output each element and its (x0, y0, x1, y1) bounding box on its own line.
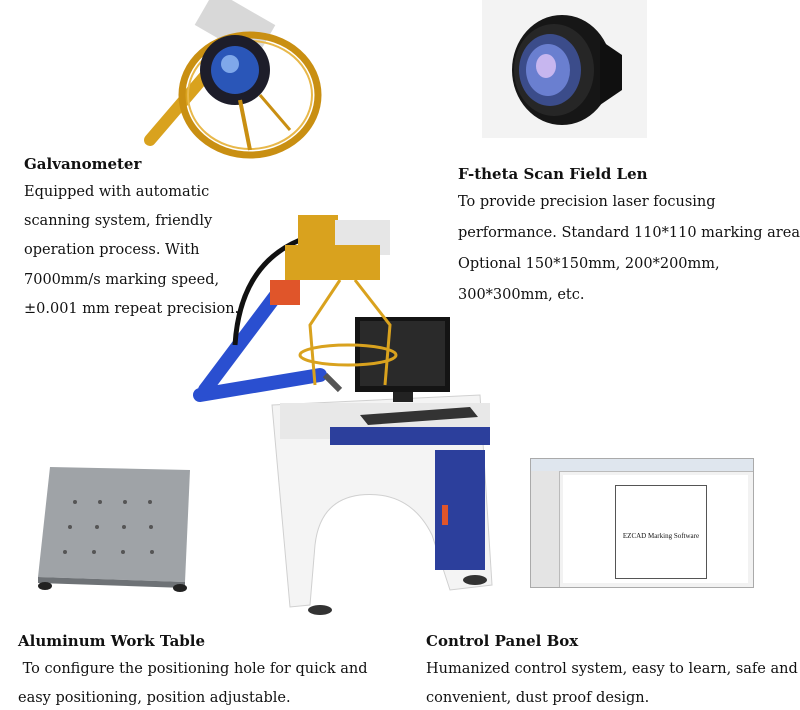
galvanometer-line-3: operation process. With (24, 242, 200, 258)
galvanometer-title: Galvanometer (24, 155, 142, 173)
control-panel-line-2: convenient, dust proof design. (426, 690, 650, 706)
control-panel-title: Control Panel Box (426, 632, 579, 650)
software-toolbar (531, 459, 753, 472)
f-theta-lens-photo (482, 0, 647, 138)
galvanometer-line-2: scanning system, friendly (24, 213, 213, 229)
f-theta-line-2: performance. Standard 110*110 marking ar… (458, 225, 800, 241)
f-theta-line-3: Optional 150*150mm, 200*200mm, (458, 256, 720, 272)
software-canvas-label: EZCAD Marking Software (622, 532, 700, 540)
galvanometer-line-5: ±0.001 mm repeat precision. (24, 301, 240, 317)
work-table-title: Aluminum Work Table (18, 632, 206, 650)
ezcad-software-screenshot: EZCAD Marking Software (530, 458, 754, 588)
galvanometer-line-1: Equipped with automatic (24, 184, 210, 200)
galvanometer-line-4: 7000mm/s marking speed, (24, 272, 220, 288)
work-table-line-1: To configure the positioning hole for qu… (18, 661, 368, 677)
work-table-line-2: easy positioning, position adjustable. (18, 690, 291, 706)
f-theta-line-4: 300*300mm, etc. (458, 287, 585, 303)
laser-marking-machine-photo (193, 215, 493, 615)
aluminum-work-table-photo (38, 467, 190, 592)
f-theta-line-1: To provide precision laser focusing (458, 194, 716, 210)
f-theta-title: F-theta Scan Field Len (458, 165, 648, 183)
control-panel-line-1: Humanized control system, easy to learn,… (426, 661, 798, 677)
galvanometer-photo (144, 0, 322, 159)
software-canvas: EZCAD Marking Software (615, 485, 707, 579)
software-sidebar (531, 471, 560, 587)
